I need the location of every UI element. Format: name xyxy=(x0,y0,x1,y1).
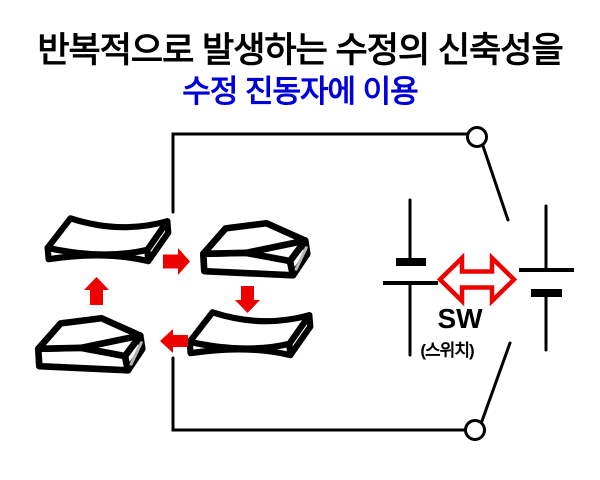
arrow-down-icon xyxy=(235,286,260,313)
figure-subtitle: 수정 진동자에 이용 xyxy=(182,74,418,109)
arrow-left-icon xyxy=(160,329,188,353)
figure-title: 반복적으로 발생하는 수정의 신축성을 xyxy=(37,31,563,70)
switch-label: SW xyxy=(437,303,483,334)
circuit-wire-bottom xyxy=(171,356,467,432)
battery-left-icon xyxy=(383,198,438,357)
terminal-bottom-icon xyxy=(464,419,486,441)
switch-toggle-double-arrow-icon xyxy=(436,252,518,307)
switch-sublabel: (스위치) xyxy=(420,341,474,360)
battery-right-icon xyxy=(519,204,574,352)
quartz-plate-bent-top-left-icon xyxy=(44,215,172,265)
switch-lever-top-icon xyxy=(481,144,510,222)
quartz-plate-bent-bottom-right-icon xyxy=(186,309,314,359)
quartz-plate-bulged-bottom-left-icon xyxy=(34,314,146,374)
terminal-top-icon xyxy=(466,126,488,148)
arrow-up-icon xyxy=(84,277,109,305)
arrow-right-icon xyxy=(163,248,190,275)
quartz-plate-bulged-top-right-icon xyxy=(199,219,311,279)
switch-lever-bottom-icon xyxy=(480,341,512,423)
circuit-wire-top xyxy=(171,132,469,214)
